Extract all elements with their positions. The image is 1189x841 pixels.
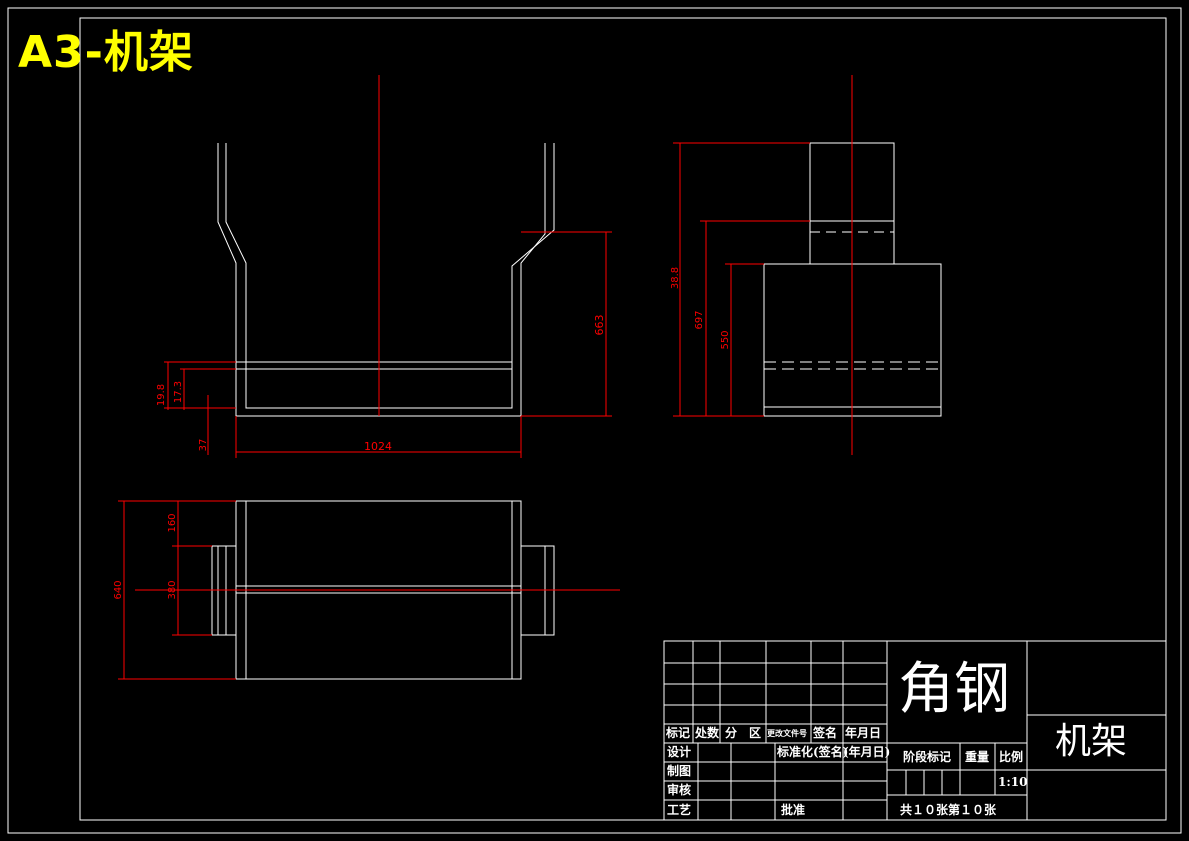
dim-front-height: 663 <box>593 315 606 336</box>
header-doc-no: 更改文件号 <box>767 728 807 738</box>
dim-top-d2: 380 <box>167 580 178 599</box>
row-standardize: 标准化(签名) <box>777 745 849 759</box>
dim-side-h1: 38.8 <box>670 267 681 289</box>
row-process: 工艺 <box>667 803 692 817</box>
dim-front-d1: 19.8 <box>156 384 167 406</box>
side-view-dimensions <box>673 142 810 417</box>
outer-frame <box>7 7 1182 834</box>
header-mark: 标记 <box>666 726 691 740</box>
stage-mark-label: 阶段标记 <box>903 750 952 764</box>
sheet-info: 共１０张第１０张 <box>900 803 997 817</box>
front-view <box>217 143 555 417</box>
scale-label: 比例 <box>999 750 1024 764</box>
row-approve: 批准 <box>781 803 806 817</box>
dim-side-h2: 697 <box>694 310 705 329</box>
row-date2: (年月日) <box>843 745 891 759</box>
dim-front-d3: 37 <box>198 439 209 452</box>
dim-side-h3: 550 <box>720 330 731 349</box>
row-review: 审核 <box>667 783 692 797</box>
part-name: 机架 <box>1055 721 1128 762</box>
header-zone: 分 区 <box>725 726 762 740</box>
top-view-dimensions <box>118 500 236 680</box>
scale-value: 1:10 <box>998 775 1028 789</box>
front-view-inner-outline <box>225 143 555 409</box>
dim-front-d2: 17.3 <box>173 381 184 403</box>
front-view-outer-outline <box>217 143 546 417</box>
dim-top-d1: 160 <box>167 513 178 532</box>
header-sign: 签名 <box>813 726 838 740</box>
front-view-dimensions <box>164 231 612 458</box>
sheet-title: A3-机架 <box>18 27 194 78</box>
inner-frame <box>79 17 1167 821</box>
dim-top-width: 640 <box>113 580 124 599</box>
title-block-grid <box>663 640 1167 821</box>
weight-label: 重量 <box>965 750 990 764</box>
dim-front-width: 1024 <box>364 440 392 453</box>
material-label: 角钢 <box>898 657 1010 722</box>
row-draw: 制图 <box>667 764 692 778</box>
row-design: 设计 <box>667 745 692 759</box>
header-count: 处数 <box>695 726 720 740</box>
header-date: 年月日 <box>845 726 882 740</box>
